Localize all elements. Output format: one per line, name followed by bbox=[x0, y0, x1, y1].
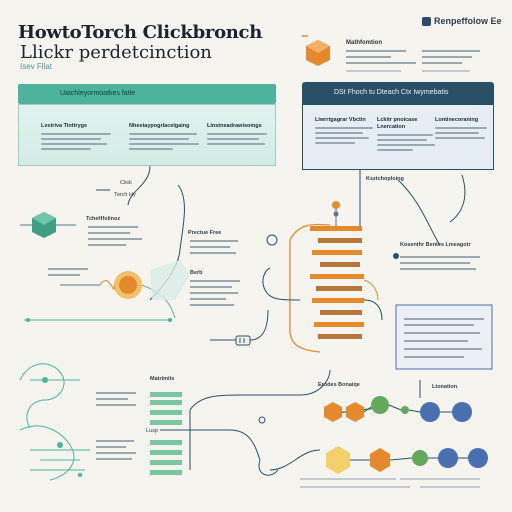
label-predict-tree: Prectue Free bbox=[188, 230, 222, 236]
navy-panel: Liwrrtgagrar Vbctin Lckitr pnoicase Lner… bbox=[302, 104, 494, 170]
brand-label: Renpeffolow Ee bbox=[434, 16, 502, 26]
small-gear-icon bbox=[393, 253, 399, 259]
teal-col-1: Lvstriva Tinttryge bbox=[41, 123, 113, 153]
top-right-label: Mathfomtion bbox=[346, 40, 382, 46]
teal-panel: Lvstriva Tinttryge Nhestaypogrlacelgaing… bbox=[18, 104, 276, 166]
teal-col-2: Nhestaypogrlacelgaing bbox=[129, 123, 201, 153]
brand[interactable]: Renpeffolow Ee bbox=[422, 16, 502, 26]
navy-col-3: Lontinecoraning bbox=[435, 117, 489, 142]
brand-logo-icon bbox=[422, 16, 431, 26]
hex-node-icon bbox=[324, 402, 342, 422]
label-torch-hy: Torch Hy bbox=[114, 192, 136, 198]
label-berb: Berb bbox=[190, 270, 203, 276]
navy-col-2: Lckitr pnoicase Lnercation bbox=[377, 117, 437, 154]
label-lusp: Lusp bbox=[146, 428, 158, 434]
label-matrimits: Matrimits bbox=[150, 376, 175, 382]
navy-col-3-title: Lontinecoraning bbox=[435, 117, 479, 123]
label-ltonation: Ltonation bbox=[432, 384, 458, 390]
label-erodes: Erodes Bonaiqe bbox=[318, 382, 360, 388]
page-title-line2: Llickr perdetcinction bbox=[20, 42, 212, 63]
navy-col-2-title: Lckitr pnoicase Lnercation bbox=[377, 117, 418, 130]
label-kosenthr: Kosenthr Bentes Lmeagotr bbox=[400, 242, 471, 248]
page-title: HowtoTorch Clickbronch bbox=[18, 22, 263, 43]
teal-panel-header: Uatchleyormoatkes fatle bbox=[18, 84, 276, 104]
label-chtophoing: Ksztchoploing bbox=[366, 176, 404, 182]
label-click: Click bbox=[120, 180, 132, 186]
teal-col-3-title: Linstneadrawisomgs bbox=[207, 123, 262, 129]
navy-col-1: Liwrrtgagrar Vbctin bbox=[315, 117, 375, 147]
label-tchuatoz: TcheHfolinoz bbox=[86, 216, 121, 222]
navy-col-1-title: Liwrrtgagrar Vbctin bbox=[315, 117, 366, 123]
teal-col-1-title: Lvstriva Tinttryge bbox=[41, 123, 88, 129]
navy-panel-header: DSt Fhoch tu Dteach Ctx Iwymebatis bbox=[302, 82, 494, 104]
page-subtitle: Isev Fllat bbox=[20, 62, 53, 71]
teal-col-3: Linstneadrawisomgs bbox=[207, 123, 271, 148]
teal-col-2-title: Nhestaypogrlacelgaing bbox=[129, 123, 190, 129]
teal-panel-title: Uatchleyormoatkes fatle bbox=[60, 90, 136, 97]
navy-panel-title: DSt Fhoch tu Dteach Ctx Iwymebatis bbox=[334, 89, 449, 96]
